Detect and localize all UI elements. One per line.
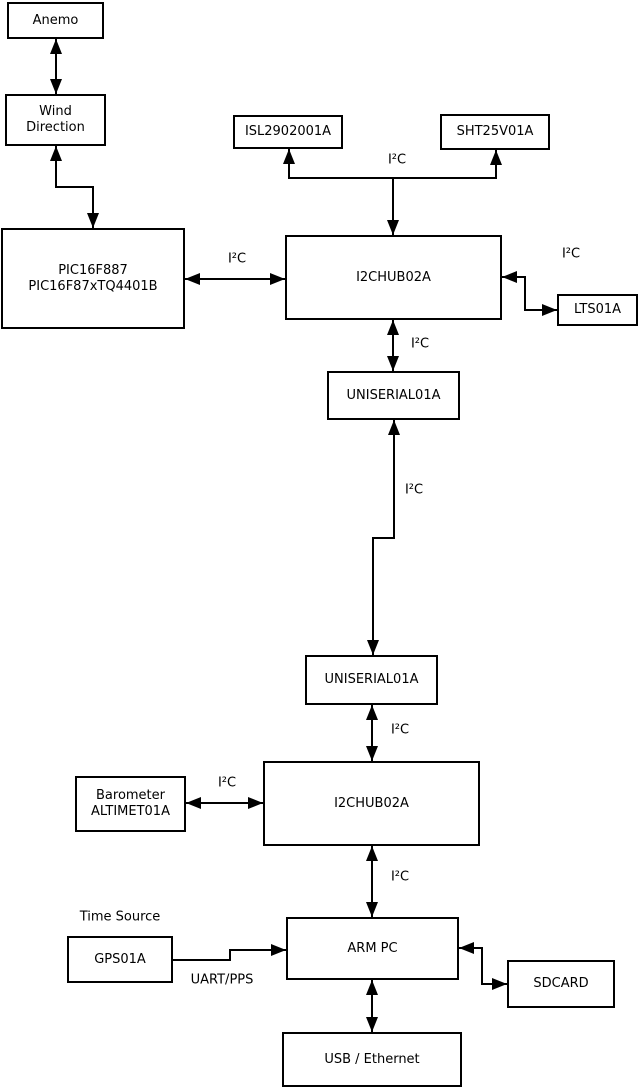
node-isl2902001a: ISL2902001A [233,115,343,149]
node-uniserial01a-1: UNISERIAL01A [327,371,460,420]
node-arm-pc: ARM PC [286,917,459,980]
node-i2chub02a-1: I2CHUB02A [285,235,502,320]
label-i2c-uniserial2-hub2: I²C [390,722,410,738]
node-uniserial01a-2: UNISERIAL01A [305,655,438,705]
label-time-source: Time Source [79,909,161,925]
edge-gps-armpc [173,944,286,961]
node-i2chub02a-2: I2CHUB02A [263,761,480,846]
label-i2c-hub1-uniserial1: I²C [410,336,430,352]
node-pic16f887: PIC16F887 PIC16F87xTQ4401B [1,228,185,329]
label-i2c-hub1-lts: I²C [561,246,581,262]
edge-armpc-sdcard [459,942,507,990]
label-i2c-pic-hub1: I²C [227,251,247,267]
label-i2c-sensors-branch: I²C [387,152,407,168]
edge-hub1-lts [502,271,557,316]
node-barometer: Barometer ALTIMET01A [75,776,186,832]
node-wind-direction: Wind Direction [5,94,106,146]
label-uart-pps: UART/PPS [190,972,254,988]
node-sht25v01a: SHT25V01A [440,114,550,150]
node-gps01a: GPS01A [67,936,173,983]
node-sdcard: SDCARD [507,960,615,1008]
edge-wind-pic [50,146,99,228]
label-i2c-uniserial-link: I²C [404,482,424,498]
label-i2c-hub2-armpc: I²C [390,869,410,885]
label-i2c-barometer-hub2: I²C [217,775,237,791]
node-lts01a: LTS01A [557,294,638,326]
edge-uniserial1-uniserial2 [367,420,400,655]
node-usb-ethernet: USB / Ethernet [282,1032,462,1087]
node-anemo: Anemo [7,2,104,39]
